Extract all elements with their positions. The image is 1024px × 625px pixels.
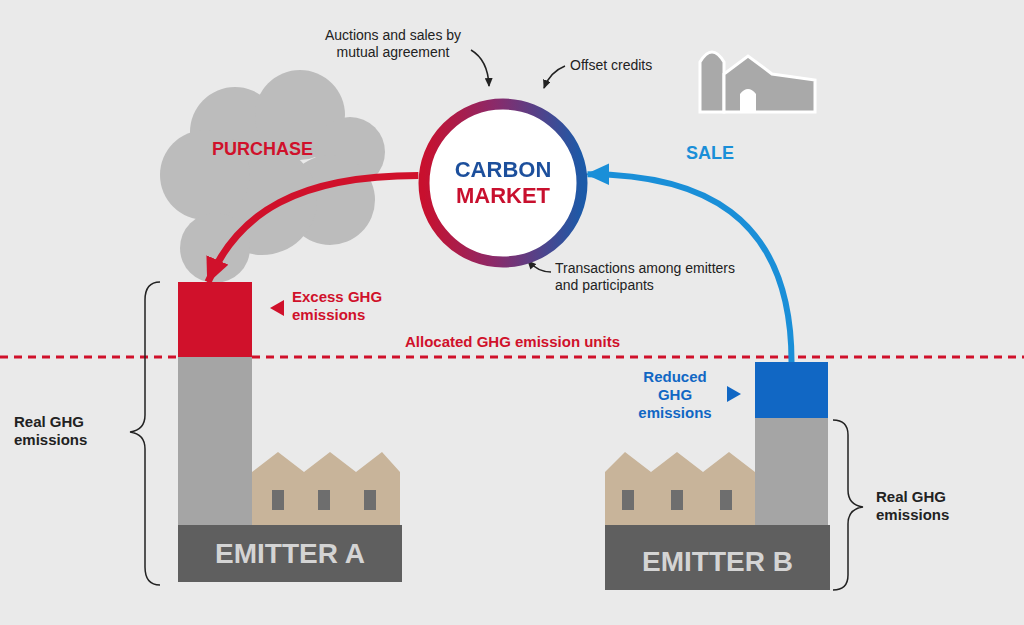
drawing-part <box>318 490 330 510</box>
flow-arrow <box>208 176 418 282</box>
right-brace <box>833 420 863 590</box>
market-ring <box>424 104 582 262</box>
drawing-part <box>605 525 830 590</box>
market-circle: CARBON MARKET <box>418 98 588 268</box>
leader-arrow <box>528 261 551 272</box>
leader-arrow <box>471 50 489 86</box>
excess-pointer <box>270 300 284 316</box>
annotation-label: Reduced GHG emissions <box>628 368 722 422</box>
flow-label: SALE <box>686 143 734 165</box>
annotation-label: Allocated GHG emission units <box>405 333 620 351</box>
emitter-name: EMITTER B <box>642 546 793 590</box>
allocation-line <box>0 356 1024 359</box>
drawing-part <box>622 490 634 510</box>
drawing-part <box>272 490 284 510</box>
drawing-part <box>178 357 252 525</box>
annotation-label: Real GHG emissions <box>876 488 976 524</box>
drawing-part <box>252 452 400 525</box>
barn-icon <box>700 52 815 112</box>
market-title: CARBON MARKET <box>441 157 565 210</box>
annotation-label: Transactions among emitters and particip… <box>555 260 750 294</box>
drawing-part <box>720 490 732 510</box>
emitter-a-figure <box>178 282 402 582</box>
drawing-part <box>178 525 402 582</box>
drawing-part <box>724 56 815 112</box>
annotation-label: Offset credits <box>570 57 652 74</box>
emitter-name: EMITTER A <box>215 538 365 582</box>
drawing-part <box>178 282 252 357</box>
annotation-label: Auctions and sales by mutual agreement <box>318 27 468 61</box>
emitter-b-figure <box>605 362 830 590</box>
annotation-label: Excess GHG emissions <box>292 288 384 324</box>
drawing-part <box>700 52 724 112</box>
flow-label: PURCHASE <box>212 139 313 161</box>
drawing-part <box>755 362 828 418</box>
left-brace <box>130 282 160 585</box>
drawing-part <box>740 89 756 112</box>
drawing-part <box>671 490 683 510</box>
smoke-cloud <box>160 70 385 283</box>
drawing-part <box>605 452 755 525</box>
emitter-factory: EMITTER A <box>178 282 402 582</box>
drawing-part <box>364 490 376 510</box>
reduced-pointer <box>727 386 741 402</box>
annotation-label: Real GHG emissions <box>14 413 118 449</box>
emitter-factory: EMITTER B <box>605 362 830 590</box>
drawing-part <box>755 418 828 525</box>
leader-arrow <box>544 66 565 88</box>
